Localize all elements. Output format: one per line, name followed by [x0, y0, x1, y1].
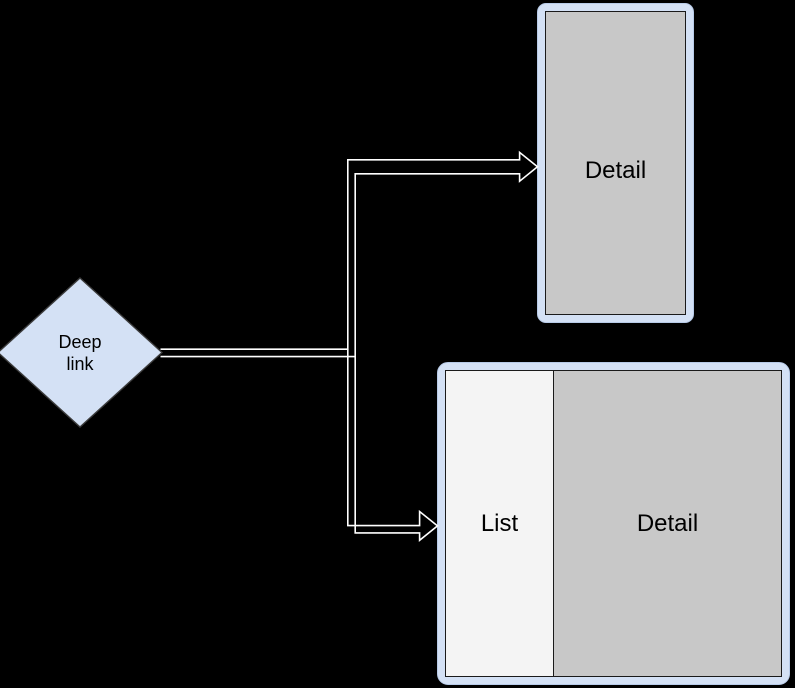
node-deep-link[interactable]: Deep link — [0, 277, 163, 428]
tablet-list-pane[interactable]: List — [446, 371, 554, 676]
node-phone-device[interactable]: Detail — [537, 3, 694, 323]
tablet-detail-label: Detail — [636, 509, 699, 537]
tablet-screen: List Detail — [445, 370, 782, 677]
phone-screen: Detail — [545, 11, 686, 315]
node-tablet-device[interactable]: List Detail — [437, 362, 790, 685]
phone-detail-label: Detail — [584, 157, 647, 184]
tablet-detail-pane[interactable]: Detail — [554, 371, 781, 676]
diamond-shape — [0, 277, 163, 428]
arrow-deep-link-to-tablet — [347, 349, 439, 542]
tablet-list-label: List — [480, 509, 519, 537]
phone-detail-pane[interactable]: Detail — [546, 12, 685, 314]
arrow-deep-link-to-phone — [160, 150, 539, 358]
